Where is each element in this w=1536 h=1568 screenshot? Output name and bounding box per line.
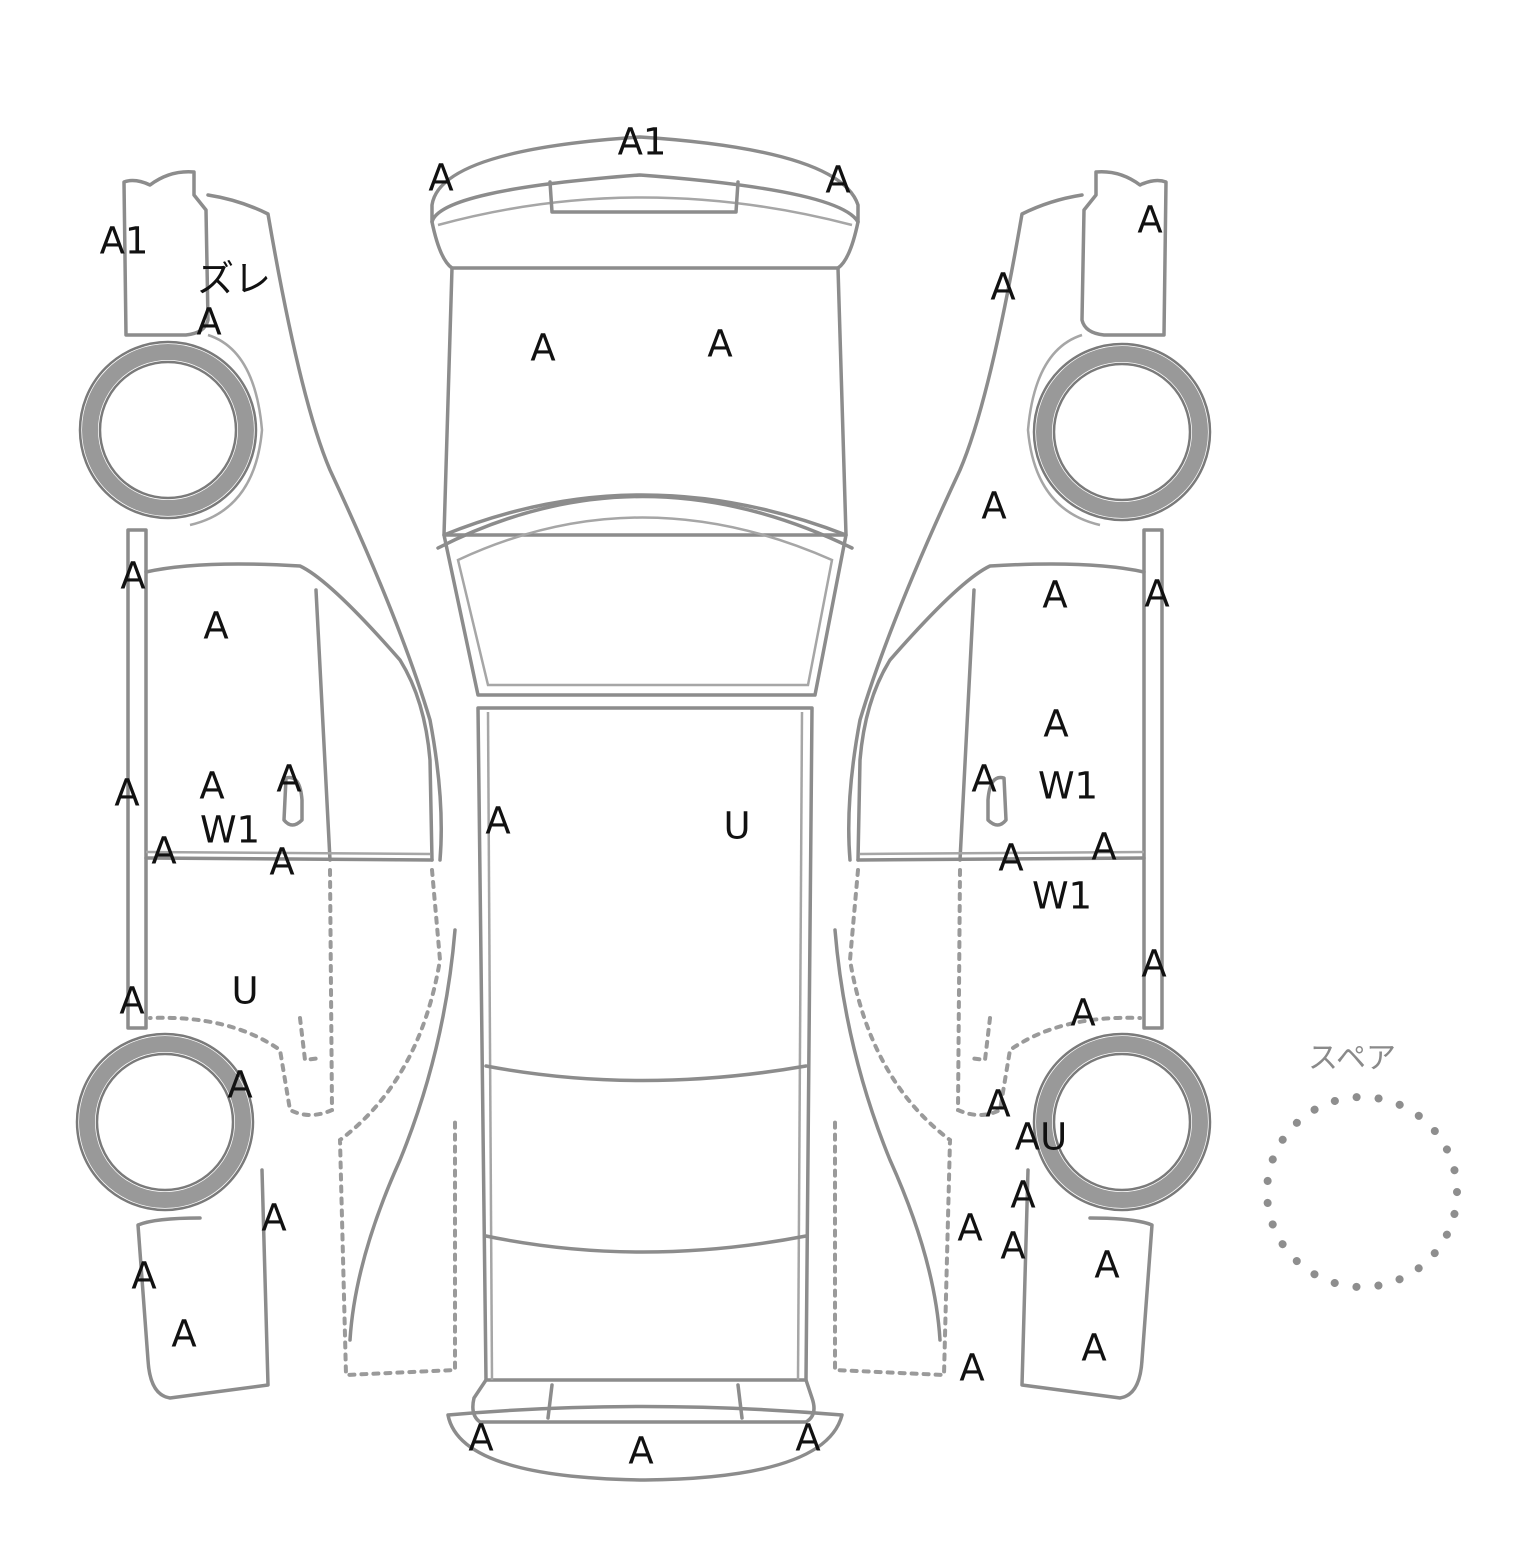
car-outline-top: [430, 135, 860, 1482]
damage-mark: A: [1081, 1326, 1107, 1370]
damage-mark: A: [119, 979, 145, 1023]
car-outline-left-side: [122, 170, 457, 1400]
damage-mark: A: [1042, 573, 1068, 617]
damage-mark: A: [171, 1312, 197, 1356]
damage-mark: A: [468, 1416, 494, 1460]
damage-mark: A: [276, 757, 302, 801]
wheel-icon: [78, 340, 258, 520]
damage-mark: A: [998, 836, 1024, 880]
wheel-icon: [1032, 1032, 1212, 1212]
car-outline-right-side: [833, 170, 1168, 1400]
damage-mark: A: [628, 1429, 654, 1473]
damage-mark: A: [959, 1346, 985, 1390]
damage-mark: A: [1141, 942, 1167, 986]
damage-mark: A: [1000, 1224, 1026, 1268]
damage-mark: A: [1094, 1243, 1120, 1287]
damage-mark: A: [825, 158, 851, 202]
damage-mark: A: [1010, 1173, 1036, 1217]
damage-mark: A: [196, 300, 222, 344]
damage-mark: W1: [1037, 764, 1099, 808]
damage-mark: AU: [1014, 1115, 1068, 1159]
damage-mark: A: [485, 799, 511, 843]
damage-mark: A: [530, 326, 556, 370]
damage-mark: A: [151, 829, 177, 873]
damage-mark: A: [957, 1206, 983, 1250]
damage-mark: A: [1144, 572, 1170, 616]
damage-mark: A: [795, 1416, 821, 1460]
damage-mark: A: [1091, 825, 1117, 869]
damage-mark: A: [985, 1082, 1011, 1126]
damage-mark: A: [428, 156, 454, 200]
damage-mark: U: [231, 969, 259, 1013]
damage-mark: A: [1137, 198, 1163, 242]
damage-mark: A: [981, 484, 1007, 528]
damage-mark: A: [114, 771, 140, 815]
wheel-icon: [75, 1032, 255, 1212]
damage-mark: A1: [617, 120, 667, 164]
damage-mark: A: [1070, 991, 1096, 1035]
damage-mark: A: [120, 554, 146, 598]
damage-mark: A1: [99, 219, 149, 263]
damage-mark: W1: [199, 808, 261, 852]
spare-label: スペア: [1308, 1041, 1396, 1076]
wheel-icon: [1032, 342, 1212, 522]
damage-mark: A: [199, 764, 225, 808]
damage-mark: A: [203, 604, 229, 648]
damage-mark: A: [707, 322, 733, 366]
spare-tire-icon: [1263, 1093, 1461, 1291]
damage-mark: A: [990, 265, 1016, 309]
damage-mark: A: [1043, 702, 1069, 746]
damage-mark: A: [269, 840, 295, 884]
damage-mark: A: [131, 1254, 157, 1298]
damage-mark: A: [261, 1196, 287, 1240]
damage-mark: ズレ: [197, 257, 271, 301]
damage-mark: U: [723, 804, 751, 848]
damage-mark: W1: [1031, 874, 1093, 918]
damage-mark: A: [971, 757, 997, 801]
damage-mark: A: [227, 1063, 253, 1107]
